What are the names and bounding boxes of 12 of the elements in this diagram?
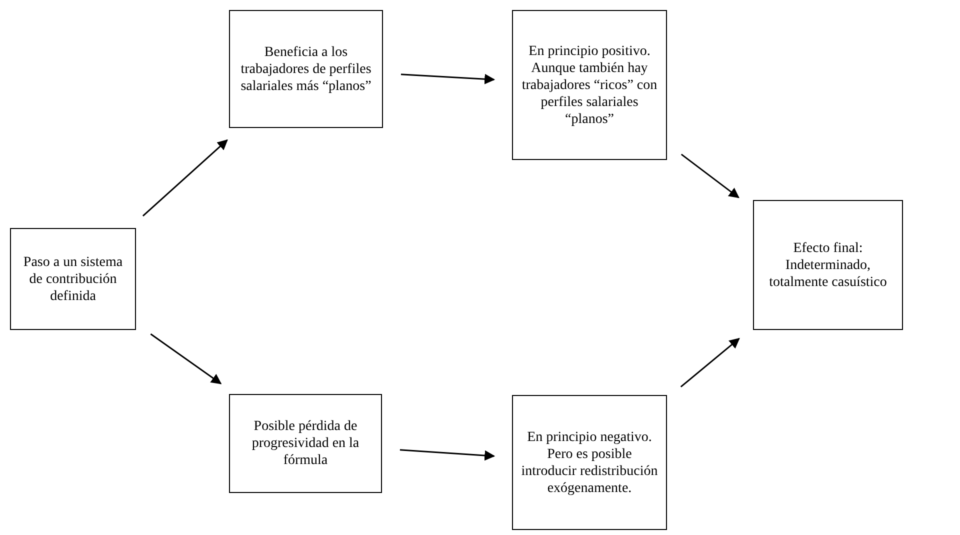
arrow [400,449,496,461]
arrow [680,154,740,198]
process-box: Beneficia a los trabajadores de perfiles salariales más “planos” [229,10,383,128]
arrow [150,333,222,384]
arrow [400,74,496,84]
process-box: Paso a un sistema de contribución definida [10,228,136,330]
process-box: Efecto final: Indeterminado, totalmente casuístico [753,200,903,330]
process-box: En principio negativo. Pero es posible introducir redistribución exógenamente. [512,395,667,530]
process-box: En principio positivo. Aunque también hay trabajadores “ricos” con perfiles salariales “planos” [512,10,667,160]
arrow [142,139,228,216]
arrow [680,338,740,388]
process-box: Posible pérdida de progresividad en la fórmula [229,394,382,493]
